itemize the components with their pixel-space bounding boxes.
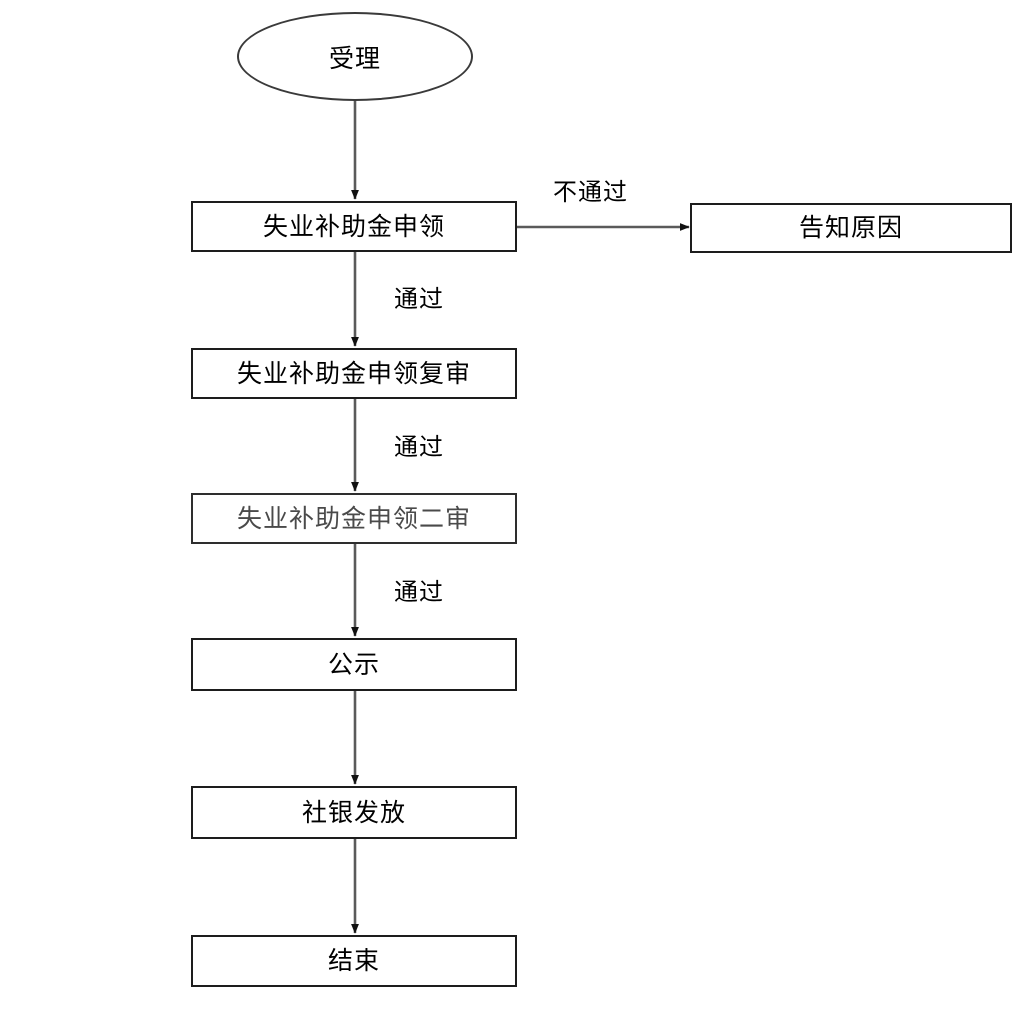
node-apply[interactable]: 失业补助金申领 <box>191 201 517 252</box>
node-apply-label: 失业补助金申领 <box>262 211 445 241</box>
edge-label-passed-3: 通过 <box>394 578 444 606</box>
node-review-second[interactable]: 失业补助金申领复审 <box>191 348 517 399</box>
edge-label-passed-1: 通过 <box>394 285 444 313</box>
node-end-label: 结束 <box>327 946 380 976</box>
node-review-third[interactable]: 失业补助金申领二审 <box>191 493 517 544</box>
edge-label-passed-2: 通过 <box>394 433 444 461</box>
node-review-second-label: 失业补助金申领复审 <box>236 358 471 388</box>
node-review-third-label: 失业补助金申领二审 <box>236 503 471 533</box>
node-inform-reason[interactable]: 告知原因 <box>690 203 1012 253</box>
node-start[interactable]: 受理 <box>237 12 473 101</box>
node-publicity[interactable]: 公示 <box>191 638 517 691</box>
node-inform-reason-label: 告知原因 <box>798 213 903 243</box>
node-start-label: 受理 <box>328 43 381 73</box>
edge-label-not-passed: 不通过 <box>553 178 628 206</box>
node-end[interactable]: 结束 <box>191 935 517 987</box>
node-payout-label: 社银发放 <box>301 797 406 827</box>
node-payout[interactable]: 社银发放 <box>191 786 517 839</box>
node-publicity-label: 公示 <box>327 649 380 679</box>
